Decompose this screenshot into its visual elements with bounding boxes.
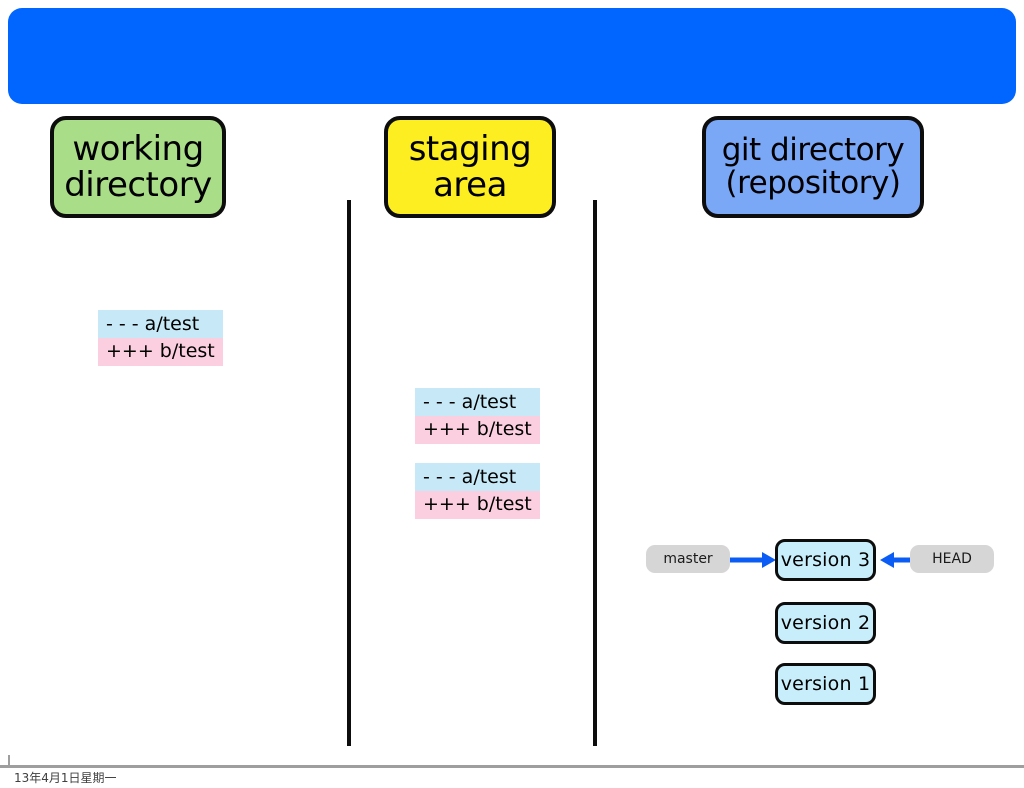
area-box-working-directory: working directory	[50, 116, 226, 218]
version-box-version-3: version 3	[775, 539, 876, 581]
area-box-git-directory-line2: (repository)	[725, 165, 901, 201]
diff-minus-line: - - - a/test	[415, 463, 540, 491]
column-divider-working-staging	[347, 200, 351, 746]
area-box-working-directory-line2: directory	[64, 165, 212, 205]
title-banner	[8, 8, 1016, 104]
arrow-master-to-version3	[730, 552, 776, 568]
area-box-working-directory-line1: working	[72, 128, 204, 169]
diff-plus-line: +++ b/test	[415, 491, 540, 519]
column-divider-staging-gitdir	[593, 200, 597, 746]
ref-label-head: HEAD	[910, 545, 994, 573]
version-box-version-1: version 1	[775, 663, 876, 705]
footer-divider	[0, 765, 1024, 768]
diff-minus-line: - - - a/test	[415, 388, 540, 416]
area-box-git-directory-line1: git directory	[721, 132, 905, 169]
area-box-staging-area-line1: staging	[408, 128, 532, 169]
diff-block-working-directory: - - - a/test +++ b/test	[98, 310, 223, 366]
ref-label-master: master	[646, 545, 730, 573]
area-box-staging-area: staging area	[384, 116, 556, 218]
diff-block-staging-area-2: - - - a/test +++ b/test	[415, 463, 540, 519]
diff-plus-line: +++ b/test	[415, 416, 540, 444]
area-box-staging-area-line2: area	[433, 165, 507, 205]
footer-date: 13年4月1日星期一	[14, 771, 117, 785]
diff-minus-line: - - - a/test	[98, 310, 223, 338]
footer-left-tick	[8, 755, 10, 766]
diff-plus-line: +++ b/test	[98, 338, 223, 366]
version-box-version-2: version 2	[775, 602, 876, 644]
area-box-git-directory: git directory (repository)	[702, 116, 924, 218]
diff-block-staging-area-1: - - - a/test +++ b/test	[415, 388, 540, 444]
